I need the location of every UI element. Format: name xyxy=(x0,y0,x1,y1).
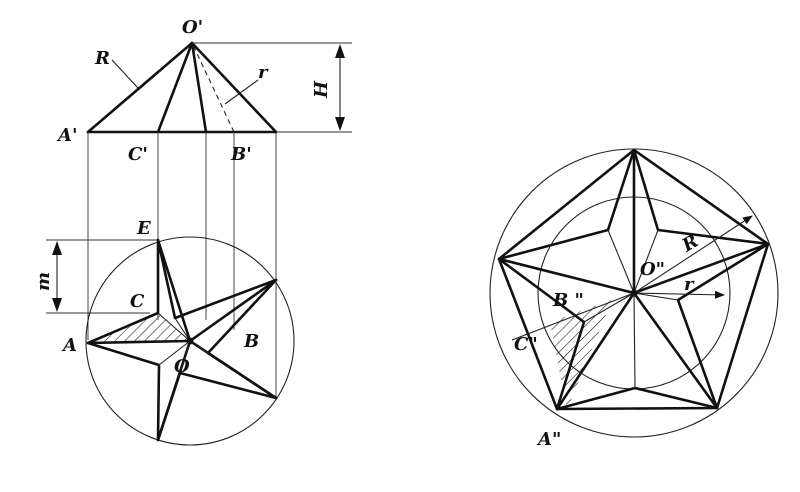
edge-right xyxy=(190,41,278,134)
top-view-circle xyxy=(85,236,295,446)
radius-r-line xyxy=(633,215,753,294)
h-arrow-bottom xyxy=(335,117,345,131)
hatched-face-left xyxy=(88,313,190,343)
label-b: B xyxy=(243,331,259,352)
label-b-double: B " xyxy=(552,290,584,311)
label-o-double: O" xyxy=(640,259,665,280)
label-c-prime: C' xyxy=(128,144,148,165)
front-view xyxy=(86,41,352,134)
edge-a-prime xyxy=(86,41,194,134)
edge-center xyxy=(190,41,208,134)
label-m: m xyxy=(33,272,54,291)
right-star-spokes xyxy=(497,148,770,411)
edge-c-prime xyxy=(156,41,194,134)
small-r-leader-front xyxy=(224,79,259,105)
label-small-r-front: r xyxy=(258,62,269,83)
label-a-double: A" xyxy=(536,429,561,450)
label-small-r-right: r xyxy=(684,274,695,295)
center-point-o xyxy=(186,337,194,345)
label-a: A xyxy=(61,335,77,356)
star-valleys xyxy=(157,312,209,374)
label-c: C xyxy=(130,291,145,312)
right-view xyxy=(489,148,779,438)
bc-construction-line xyxy=(511,292,635,341)
label-r-front: R xyxy=(94,48,110,69)
radius-small-r-line xyxy=(633,290,725,299)
projection-lines xyxy=(46,132,277,398)
label-o-prime: O' xyxy=(182,17,203,38)
label-b-prime: B' xyxy=(230,144,252,165)
label-o: O xyxy=(174,356,190,377)
label-c-double: C" xyxy=(514,334,538,355)
m-arrow-top xyxy=(52,241,62,255)
hatched-face-right xyxy=(550,300,612,410)
labels: O' R r H A' C' B' E m C A O B O" R r B "… xyxy=(33,17,702,450)
label-a-prime: A' xyxy=(56,125,77,146)
label-e: E xyxy=(136,218,151,239)
h-arrow-top xyxy=(335,44,345,58)
hidden-edge-b-prime xyxy=(191,42,235,133)
m-arrow-bottom xyxy=(52,298,62,312)
outer-pentagon xyxy=(497,148,770,411)
r-leader-front xyxy=(111,59,139,89)
center-point-o-double xyxy=(630,289,638,297)
top-view xyxy=(85,236,295,446)
label-h: H xyxy=(311,80,332,99)
